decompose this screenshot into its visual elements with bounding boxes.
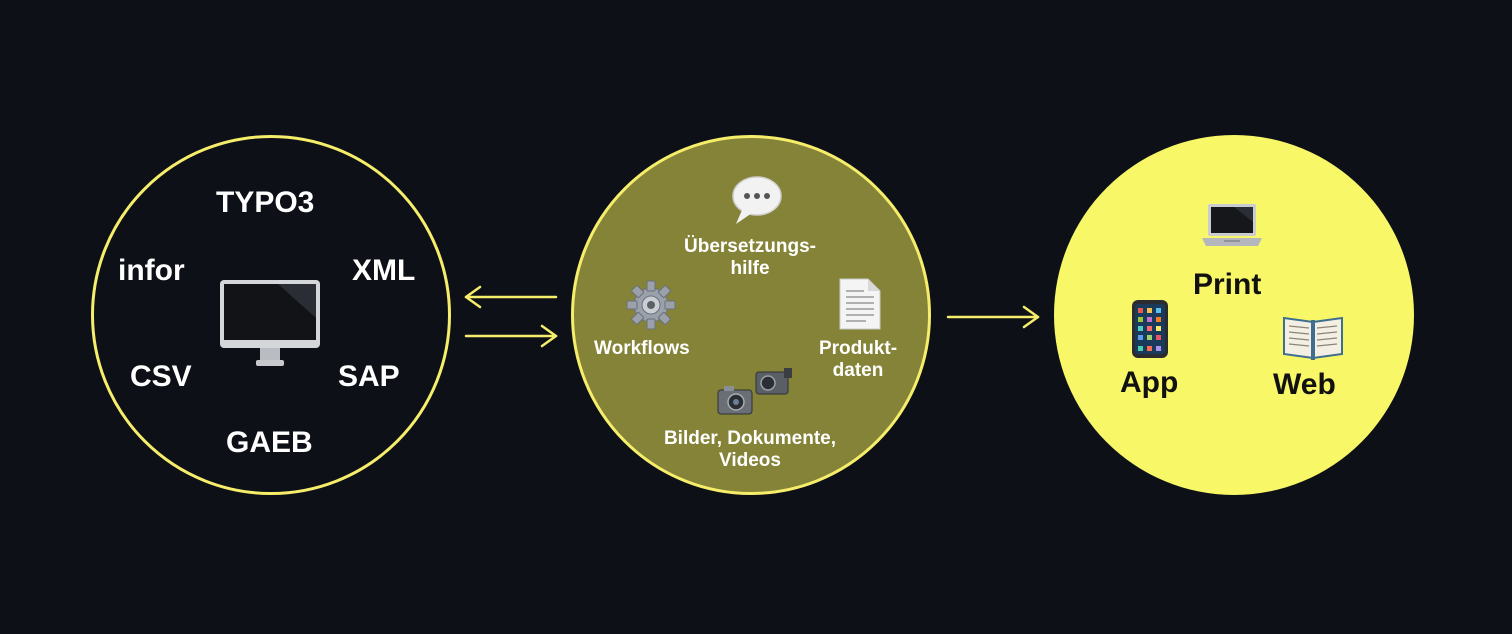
outputs-circle: [1054, 135, 1414, 495]
speech-bubble-icon: [732, 176, 782, 224]
source-infor: infor: [118, 254, 185, 287]
document-icon: [839, 278, 881, 330]
laptop-icon: [1202, 204, 1262, 246]
desktop-monitor-icon: [220, 280, 320, 366]
source-csv: CSV: [130, 360, 192, 393]
camera-icon: [717, 368, 792, 415]
smartphone-icon: [1132, 300, 1168, 358]
source-typo3: TYPO3: [216, 186, 315, 219]
book-icon: [1283, 316, 1343, 360]
hub-workflows: Workflows: [594, 338, 690, 359]
source-gaeb: GAEB: [226, 426, 313, 459]
hub-product-data: Produkt- daten: [818, 338, 898, 381]
gear-icon: [626, 280, 676, 330]
hub-translation: Übersetzungs- hilfe: [684, 236, 816, 279]
output-app: App: [1120, 366, 1179, 399]
source-sap: SAP: [338, 360, 400, 393]
source-xml: XML: [352, 254, 416, 287]
output-print: Print: [1193, 268, 1262, 301]
hub-media: Bilder, Dokumente, Videos: [663, 428, 837, 471]
output-web: Web: [1273, 368, 1336, 401]
